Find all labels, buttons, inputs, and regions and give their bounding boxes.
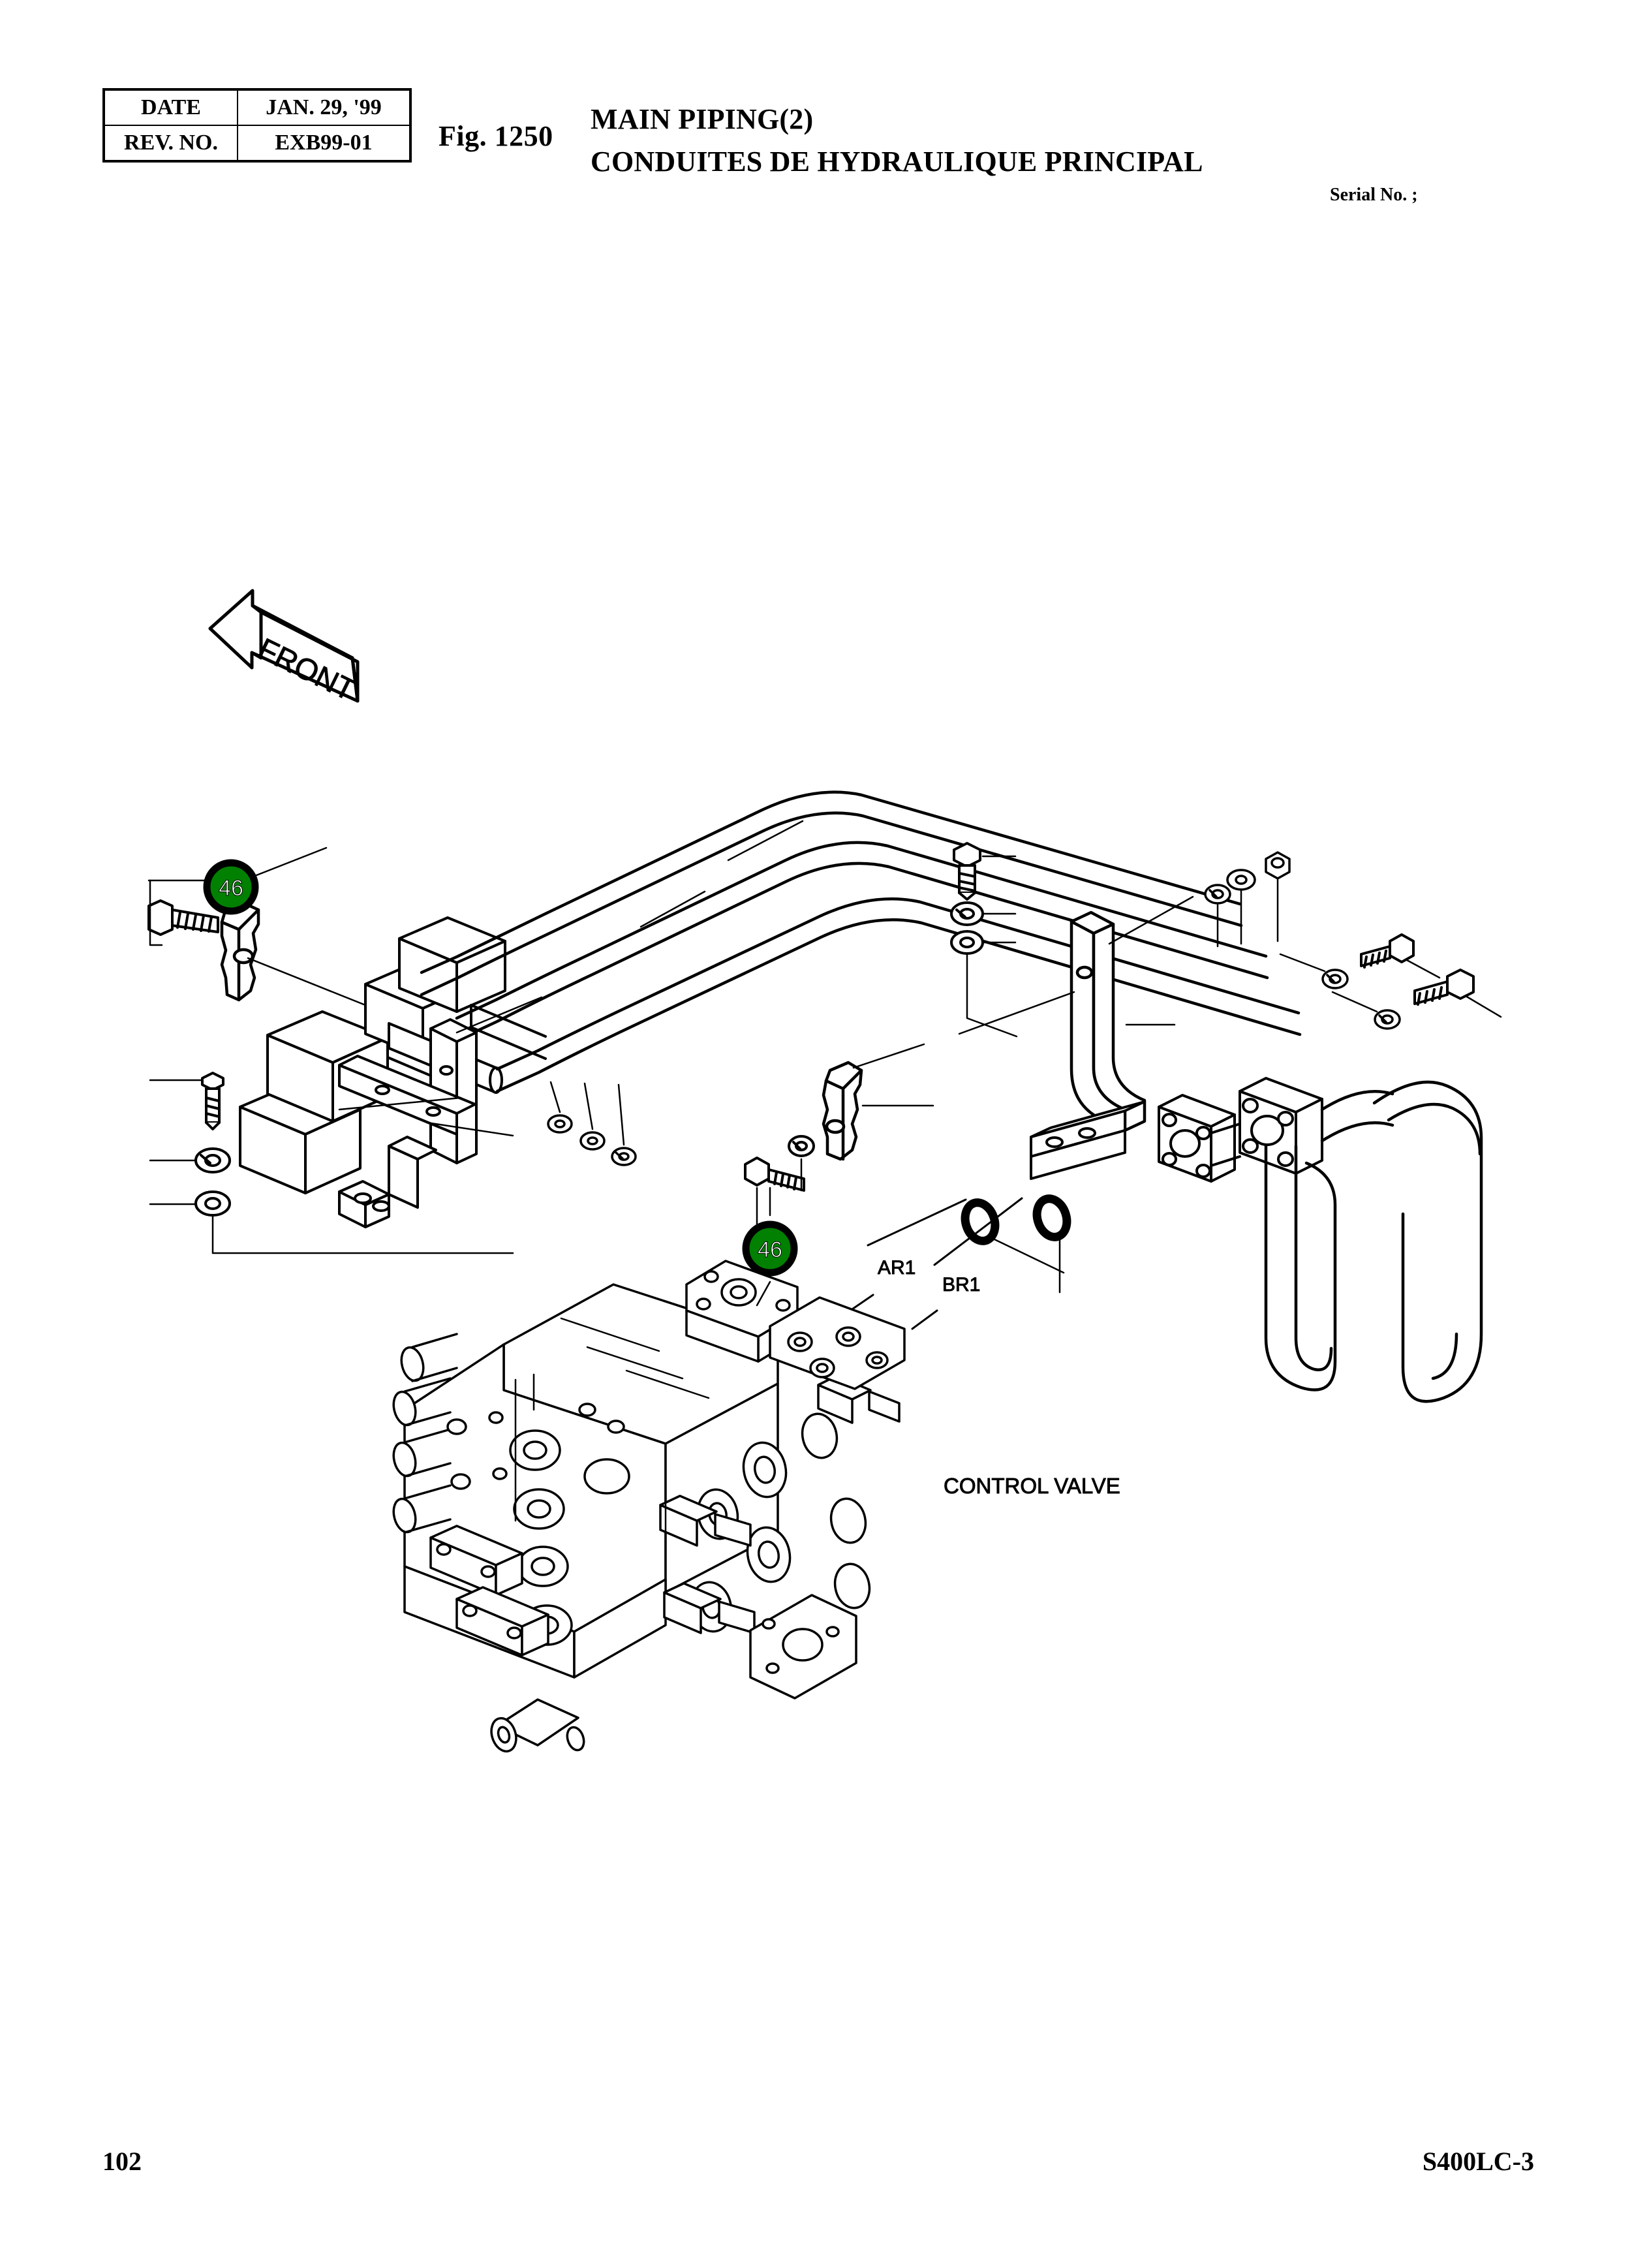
leader-line <box>756 1043 934 1227</box>
o-ring <box>961 1198 1000 1245</box>
hydraulic-pipe-loop <box>1264 1144 1337 1391</box>
o-ring <box>1032 1194 1071 1241</box>
pipe-flange-block <box>1239 1077 1323 1175</box>
revision-table: DATE JAN. 29, '99 REV. NO. EXB99-01 <box>102 88 412 163</box>
leader-line <box>847 1197 1023 1330</box>
leader-line <box>549 1081 625 1146</box>
leader-line <box>1331 991 1502 1018</box>
hydraulic-pipe-main <box>420 790 1243 997</box>
port-label-ar1: AR1 <box>878 1257 916 1279</box>
serial-no-label: Serial No. ; <box>1330 185 1418 205</box>
pipe-flange-block <box>1158 1094 1236 1183</box>
port-label-br1: BR1 <box>942 1274 980 1296</box>
valve-side-block <box>429 1525 549 1656</box>
valve-fitting <box>659 1375 901 1634</box>
bracket-foot <box>1030 1100 1146 1180</box>
svg-text:46: 46 <box>758 1237 782 1262</box>
valve-mounting-plate <box>749 1594 857 1700</box>
hex-bolt <box>953 842 981 901</box>
hydraulic-pipe-loop <box>1372 1080 1483 1403</box>
flat-washer <box>547 1114 573 1134</box>
model-designation: S400LC-3 <box>1422 2147 1534 2176</box>
leader-line <box>756 1187 771 1307</box>
pipe-clamp-half <box>822 1061 863 1161</box>
leader-line <box>958 991 1176 1035</box>
spring-washer <box>1204 884 1231 905</box>
valve-spool-lower <box>490 1698 585 1753</box>
component-label-control-valve: CONTROL VALVE <box>944 1474 1120 1498</box>
hex-bolt <box>201 1072 224 1130</box>
spring-washer <box>1321 969 1349 989</box>
table-row: DATE JAN. 29, '99 <box>103 89 411 126</box>
l-bracket <box>338 1136 437 1228</box>
flat-washer <box>950 930 984 955</box>
hex-bolt <box>147 899 219 936</box>
table-row: REV. NO. EXB99-01 <box>103 125 411 162</box>
rev-no-value: EXB99-01 <box>237 125 411 162</box>
spring-washer <box>194 1147 231 1173</box>
leader-line <box>1279 953 1441 979</box>
hex-bolt <box>744 1157 805 1192</box>
hex-bolt <box>1413 969 1475 1006</box>
spring-washer <box>788 1135 815 1157</box>
rev-no-label: REV. NO. <box>103 125 238 162</box>
page-number: 102 <box>102 2147 142 2176</box>
figure-number: Fig. 1250 <box>439 120 553 152</box>
page-title-english: MAIN PIPING(2) <box>591 103 814 135</box>
front-arrow-icon <box>208 589 360 703</box>
valve-cover-plate <box>769 1296 906 1390</box>
callout-46-lower[interactable]: 46 <box>742 1220 798 1277</box>
date-label: DATE <box>103 89 238 126</box>
page-title-french: CONDUITES DE HYDRAULIQUE PRINCIPAL <box>591 146 1203 178</box>
flat-washer <box>579 1131 606 1151</box>
clamp-block <box>266 1010 389 1123</box>
flat-washer <box>1226 869 1256 891</box>
hex-bolt <box>1360 933 1415 969</box>
date-value: JAN. 29, '99 <box>237 89 411 126</box>
spring-washer <box>950 901 984 926</box>
spring-washer <box>1374 1009 1401 1030</box>
hydraulic-pipe <box>1320 1089 1394 1143</box>
pipe-clamp-half <box>220 901 260 1002</box>
valve-spool-end <box>392 1333 458 1534</box>
spring-washer <box>611 1147 637 1166</box>
leader-line <box>247 820 804 1137</box>
callout-46-upper[interactable]: 46 <box>203 859 259 915</box>
hex-nut <box>1265 851 1291 880</box>
leader-line <box>992 1236 1065 1294</box>
hydraulic-pipe-main <box>495 897 1302 1093</box>
leader-line <box>149 879 514 1254</box>
flat-washer <box>194 1190 231 1217</box>
control-valve-assembly <box>392 1260 906 1753</box>
pipe-connector <box>1210 1123 1241 1167</box>
clamp-block <box>398 916 506 1013</box>
l-bracket-tall <box>1070 910 1147 1132</box>
svg-text:46: 46 <box>219 876 243 901</box>
leader-line <box>966 855 1018 1038</box>
hydraulic-pipe-main <box>455 841 1269 1042</box>
leader-line <box>1108 878 1279 948</box>
